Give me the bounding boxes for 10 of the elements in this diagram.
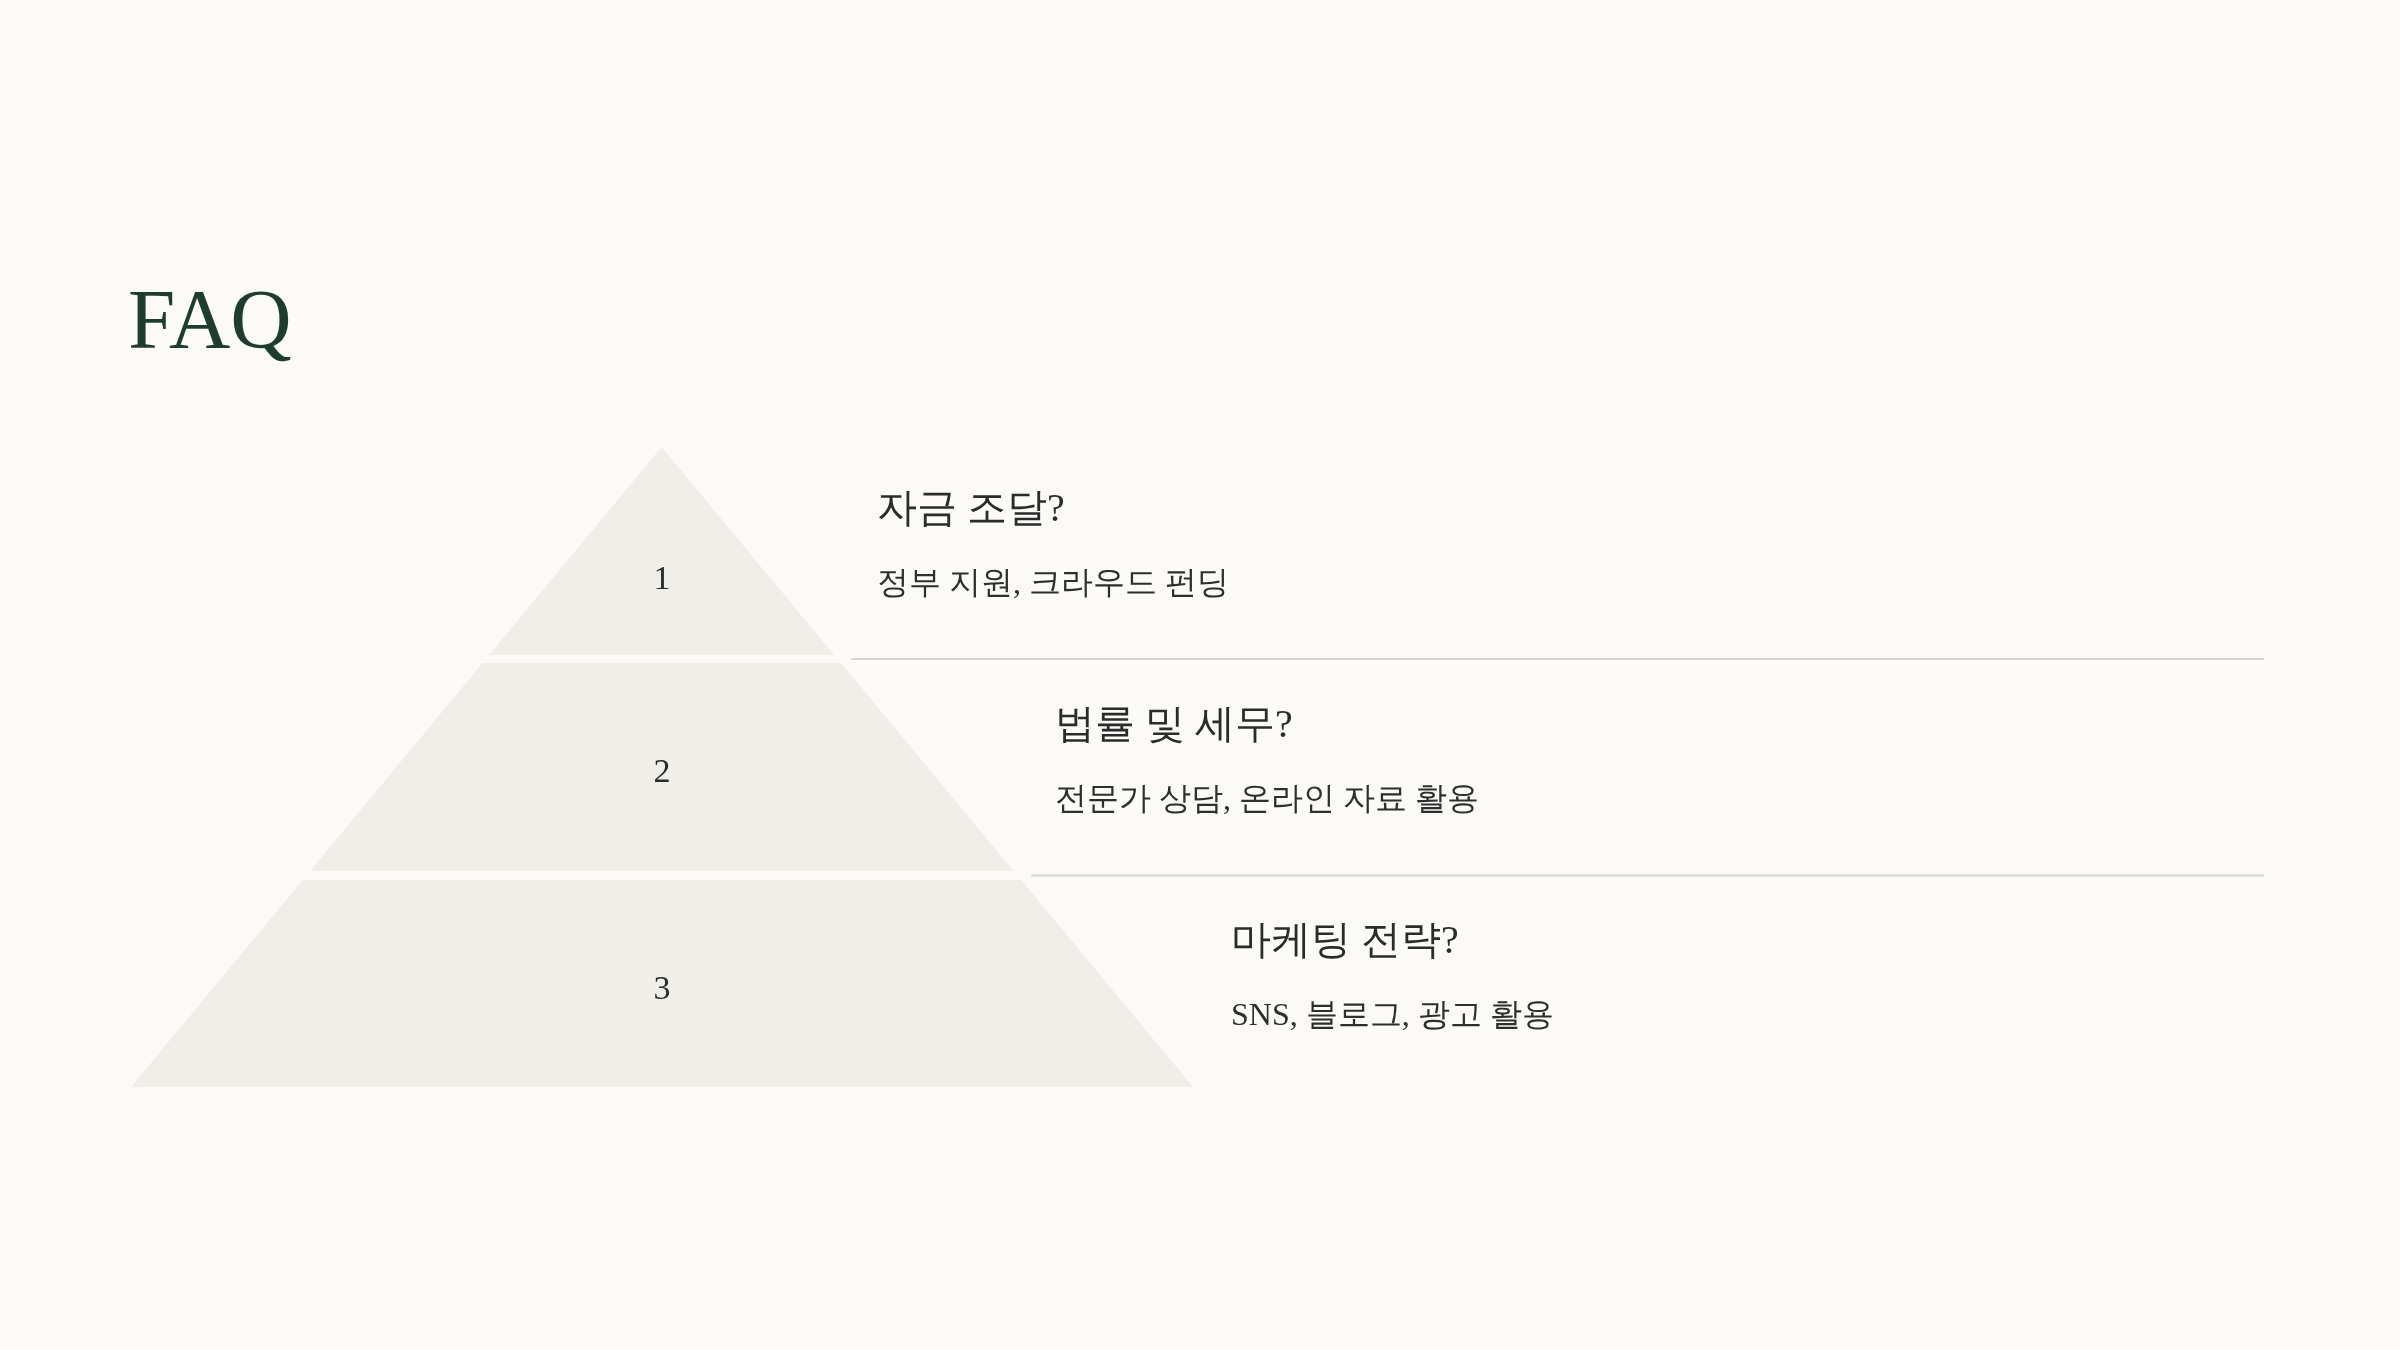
- title: FAQ: [128, 277, 292, 362]
- tier-number: 3: [653, 967, 671, 1008]
- tier-number: 2: [653, 750, 671, 791]
- question-heading: 마케팅 전략?: [1231, 916, 1459, 964]
- answer-text: 정부 지원, 크라우드 펀딩: [877, 563, 1229, 602]
- tier-number: 1: [653, 557, 671, 598]
- answer-text: SNS, 블로그, 광고 활용: [1231, 995, 1554, 1034]
- answer-text: 전문가 상담, 온라인 자료 활용: [1055, 779, 1479, 818]
- question-heading: 법률 및 세무?: [1055, 700, 1293, 748]
- question-heading: 자금 조달?: [877, 484, 1065, 532]
